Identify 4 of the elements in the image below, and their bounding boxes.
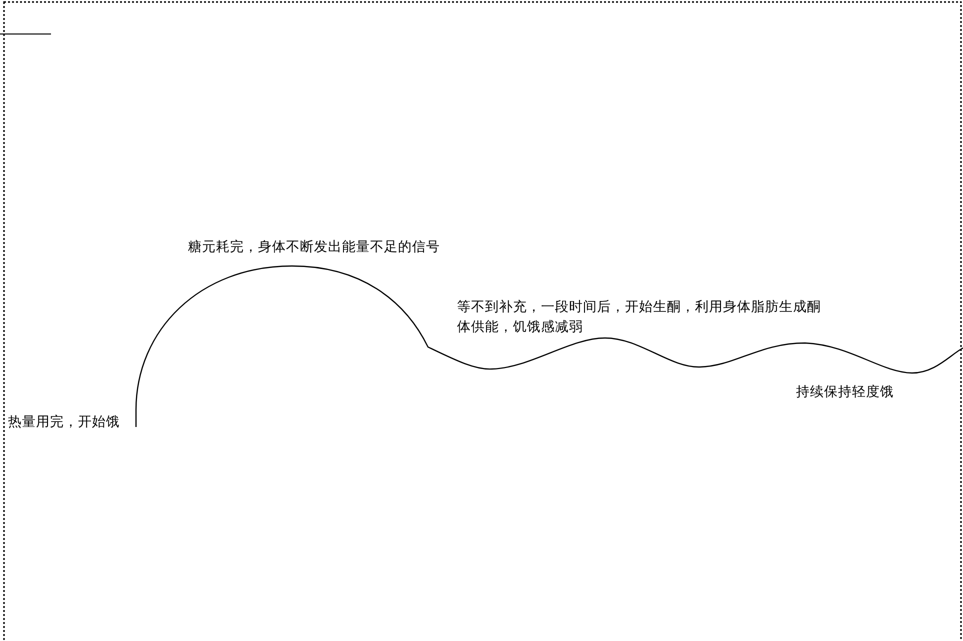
stage-label: 持续保持轻度饿 [796,383,894,402]
stage-label: 热量用完，开始饿 [8,413,120,432]
stage-label: 等不到补充，一段时间后，开始生酮，利用身体脂肪生成酮体供能，饥饿感减弱 [457,298,822,337]
stage-label: 糖元耗完，身体不断发出能量不足的信号 [188,238,440,257]
